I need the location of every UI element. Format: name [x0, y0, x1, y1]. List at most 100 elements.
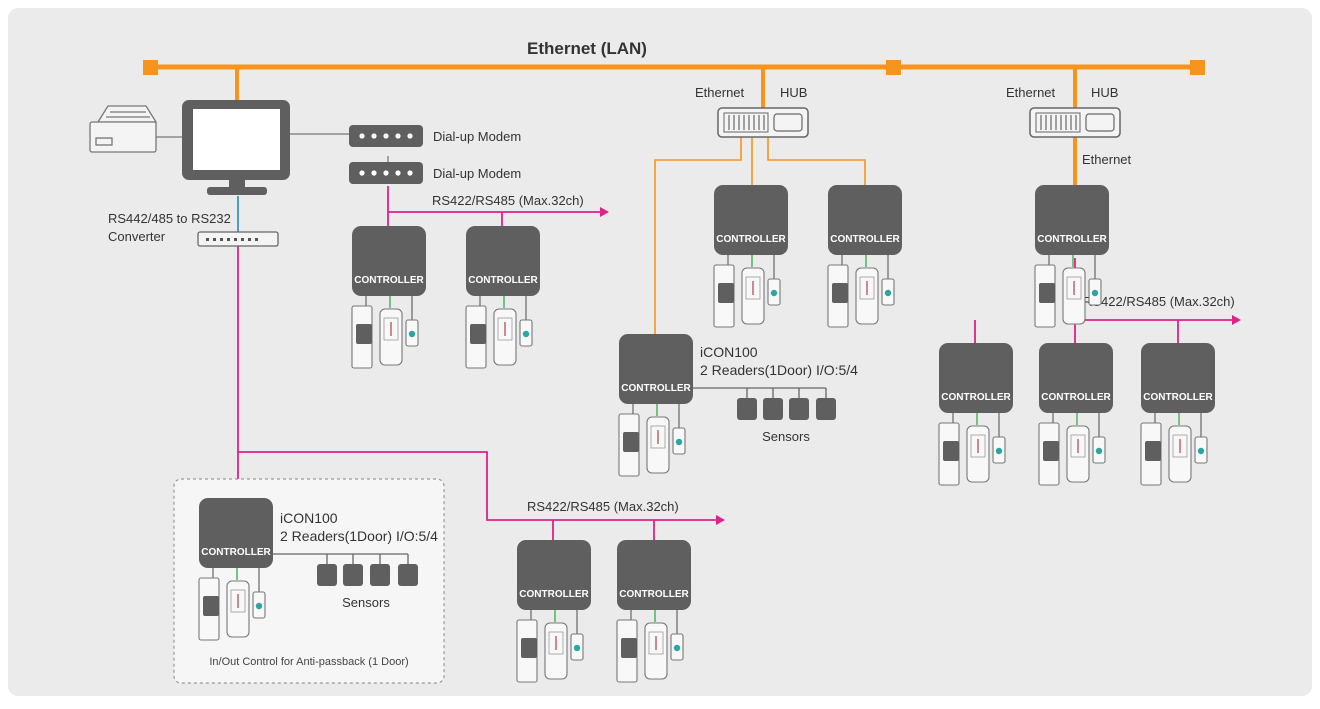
- lan-endpoint-left: [143, 60, 158, 75]
- reader-window: [745, 276, 761, 300]
- exit-button-led: [255, 602, 263, 610]
- controller-wire: [632, 404, 680, 428]
- controller-unit: CONTROLLER: [516, 540, 591, 683]
- hub1-hub-label: HUB: [780, 85, 807, 100]
- sensor-icon: [398, 564, 418, 586]
- controller-icon: [1141, 343, 1215, 413]
- reader-window: [383, 317, 399, 341]
- controller-wire: [841, 255, 889, 279]
- controller-icon: [714, 185, 788, 255]
- sensor-icon: [763, 398, 783, 420]
- sensors-a-label: Sensors: [762, 429, 810, 444]
- exit-button-led: [408, 330, 416, 338]
- controller-label: CONTROLLER: [354, 275, 424, 286]
- controller-label: CONTROLLER: [468, 275, 538, 286]
- door-lock-icon: [832, 283, 848, 303]
- reader-window: [1070, 434, 1086, 458]
- door-lock-icon: [718, 283, 734, 303]
- controller-unit: CONTROLLER: [713, 185, 788, 328]
- sensor-wires-b: [272, 553, 409, 564]
- controller-wire: [1052, 413, 1100, 437]
- reader-icon: [1168, 425, 1192, 483]
- controller-wire: [212, 568, 260, 592]
- exit-button-led: [1091, 289, 1099, 297]
- door-lock-icon: [623, 432, 639, 452]
- modem-icon: [349, 125, 423, 147]
- ethernet-backbone: [150, 64, 1197, 334]
- sensor-icon: [317, 564, 337, 586]
- arrow-rs-a: [600, 207, 609, 217]
- reader-window: [648, 631, 664, 655]
- converter-label-line1: RS442/485 to RS232: [108, 211, 231, 226]
- door-lock-icon: [203, 596, 219, 616]
- modem-label-2: Dial-up Modem: [433, 166, 521, 181]
- sensor-wires-a: [692, 387, 827, 398]
- controller-unit: CONTROLLER: [351, 226, 426, 369]
- door-lock-icon: [521, 638, 537, 658]
- reader-icon: [644, 622, 668, 680]
- controller-icon: [828, 185, 902, 255]
- door-lock-icon: [1039, 283, 1055, 303]
- printer-icon: [89, 105, 183, 153]
- controller-label: CONTROLLER: [1037, 234, 1107, 245]
- converter-label-line2: Converter: [108, 229, 166, 244]
- controller-icon: [199, 498, 273, 568]
- controller-wire: [952, 413, 1000, 437]
- controller-wire: [365, 296, 413, 320]
- lan-endpoint-mid: [886, 60, 901, 75]
- controller-icon: [939, 343, 1013, 413]
- modem-icon: [349, 162, 423, 184]
- reader-icon: [226, 580, 250, 638]
- exit-button-led: [770, 289, 778, 297]
- controller-icon: [352, 226, 426, 296]
- exit-button-led: [673, 644, 681, 652]
- reader-window: [859, 276, 875, 300]
- hub2-hub-label: HUB: [1091, 85, 1118, 100]
- reader-icon: [741, 267, 765, 325]
- controller-unit: CONTROLLER: [1034, 185, 1109, 328]
- controller-label: CONTROLLER: [1143, 392, 1213, 403]
- reader-window: [548, 631, 564, 655]
- rs485-arrows: [600, 207, 1241, 525]
- hub-icon: [717, 107, 809, 138]
- sensor-icon: [816, 398, 836, 420]
- reader-icon: [1062, 267, 1086, 325]
- controller-icon: [1039, 343, 1113, 413]
- rs-label-a: RS422/RS485 (Max.32ch): [432, 193, 584, 208]
- sensors-b-label: Sensors: [342, 595, 390, 610]
- icon100-a-name: iCON100: [700, 344, 758, 360]
- controller-label: CONTROLLER: [941, 392, 1011, 403]
- exit-button-led: [995, 447, 1003, 455]
- arrow-rs-c: [1232, 315, 1241, 325]
- controller-label: CONTROLLER: [621, 383, 691, 394]
- sensor-icon: [737, 398, 757, 420]
- controller-label: CONTROLLER: [519, 589, 589, 600]
- controller-unit: CONTROLLER: [827, 185, 902, 328]
- door-lock-icon: [943, 441, 959, 461]
- exit-button-led: [884, 289, 892, 297]
- exit-button-led: [1095, 447, 1103, 455]
- reader-icon: [966, 425, 990, 483]
- reader-window: [1066, 276, 1082, 300]
- reader-icon: [646, 416, 670, 474]
- controller-icon: [466, 226, 540, 296]
- antipassback-label: In/Out Control for Anti-passback (1 Door…: [209, 656, 408, 668]
- reader-icon: [1066, 425, 1090, 483]
- lan-endpoint-right: [1190, 60, 1205, 75]
- hub1-ethernet-label: Ethernet: [695, 85, 745, 100]
- controller-wire: [1154, 413, 1202, 437]
- controller-groups: CONTROLLER CONTROLLER CONTROLLER CONTROLLER…: [198, 185, 1215, 683]
- door-lock-icon: [621, 638, 637, 658]
- door-lock-icon: [1043, 441, 1059, 461]
- reader-window: [1172, 434, 1188, 458]
- controller-label: CONTROLLER: [1041, 392, 1111, 403]
- door-lock-icon: [470, 324, 486, 344]
- controller-label: CONTROLLER: [716, 234, 786, 245]
- diagram-title: Ethernet (LAN): [527, 39, 647, 58]
- controller-wire: [1048, 255, 1096, 279]
- controller-icon: [619, 334, 693, 404]
- controller-icon: [517, 540, 591, 610]
- rs-label-b: RS422/RS485 (Max.32ch): [527, 499, 679, 514]
- ethernet-endpoints: [143, 60, 1205, 75]
